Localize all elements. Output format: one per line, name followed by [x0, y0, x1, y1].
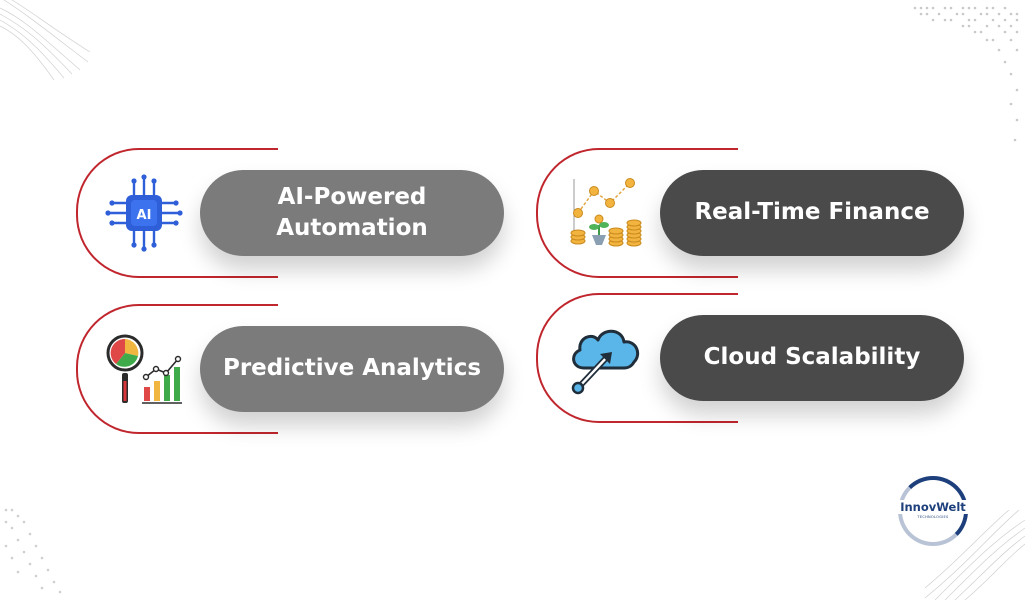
feature-card-cloud-scalability: Cloud Scalability [536, 293, 1016, 423]
feature-label: AI-Powered Automation [276, 183, 428, 241]
logo-tagline: TECHNOLOGIES [917, 515, 949, 519]
ai-chip-icon: AI [104, 173, 184, 253]
feature-label: Real-Time Finance [694, 199, 930, 226]
feature-card-predictive-analytics: Predictive Analytics [76, 304, 556, 434]
wave-lines-decoration-bottom-right [925, 510, 1025, 600]
card-frame [76, 304, 278, 434]
feature-card-ai-automation: AI AI-Powered Automation [76, 148, 556, 278]
logo-name: InnovWelt [892, 500, 974, 514]
wave-lines-decoration-top-left [0, 0, 90, 80]
feature-card-real-time-finance: Real-Time Finance [536, 148, 1016, 278]
card-frame [76, 148, 278, 278]
feature-pill: Cloud Scalability [660, 315, 964, 401]
analytics-magnifier-icon [104, 329, 184, 409]
cloud-upload-icon [564, 318, 644, 398]
card-frame [536, 148, 738, 278]
feature-pill: Real-Time Finance [660, 170, 964, 256]
svg-text:AI: AI [137, 208, 152, 223]
feature-label: Cloud Scalability [703, 344, 921, 371]
feature-pill: Predictive Analytics [200, 326, 504, 412]
dotted-map-decoration-top-right [913, 6, 1019, 142]
feature-label: Predictive Analytics [222, 355, 482, 382]
dotted-map-decoration-bottom-left [4, 508, 62, 594]
feature-pill: AI-Powered Automation [200, 170, 504, 256]
coins-growth-icon [564, 173, 644, 253]
innovwelt-logo: InnovWelt TECHNOLOGIES [892, 476, 974, 546]
card-frame [536, 293, 738, 423]
